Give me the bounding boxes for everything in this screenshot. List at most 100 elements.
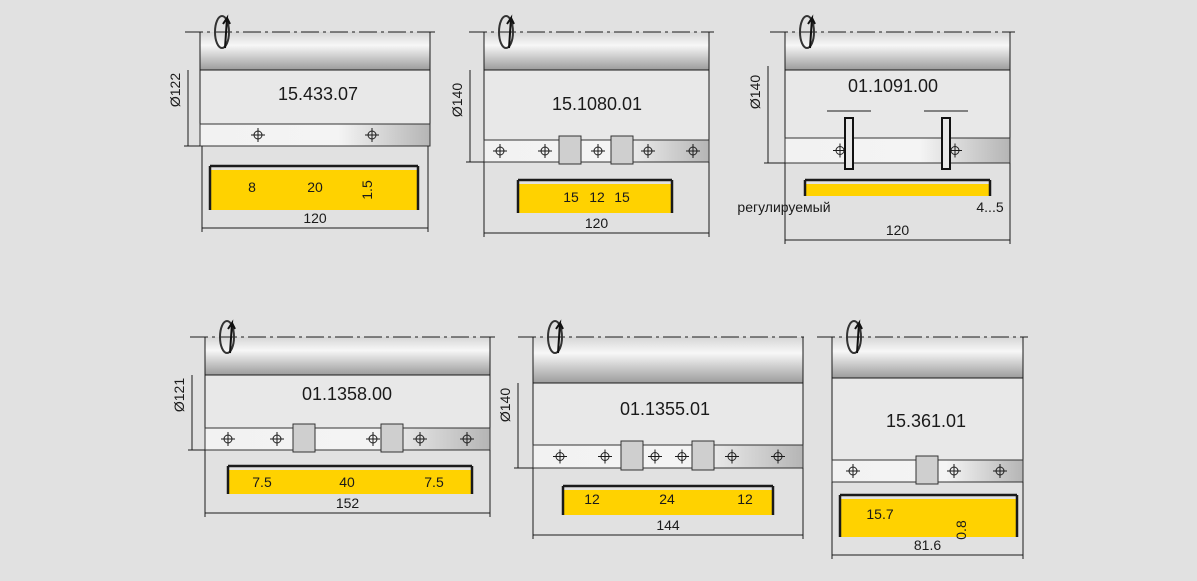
width-dimension-label: 120	[303, 210, 327, 226]
mount-hole-icon	[686, 144, 700, 158]
blade-dimension-label: 24	[659, 491, 675, 507]
blade-dimension-label: 7.5	[424, 474, 444, 490]
mount-hole-icon	[846, 464, 860, 478]
cutter-code: 01.1358.00	[302, 384, 392, 404]
cutter-panel-3: 120 Ø140 01.1091.00 регулируемый 4...5	[737, 14, 1015, 244]
adjustable-knife	[941, 117, 951, 170]
knife-holder-strip	[204, 427, 491, 451]
rotation-ring	[547, 320, 563, 354]
blade-dimension-label: 12	[584, 491, 600, 507]
blade-dimension-label: 1.5	[359, 180, 375, 200]
knife-holder-strip	[199, 123, 431, 147]
cutter-panel-2: 120 Ø140 15.1080.01 15 12 15	[449, 14, 714, 237]
mount-hole-icon	[270, 432, 284, 446]
mount-hole-icon	[725, 449, 739, 464]
mount-hole-icon	[460, 432, 474, 446]
rotation-ring	[799, 15, 815, 49]
knife-holder-strip	[532, 444, 804, 469]
blade-dimension-label: регулируемый	[737, 199, 830, 215]
diameter-label: Ø140	[497, 388, 513, 422]
mount-hole-icon	[365, 128, 379, 142]
mount-hole-icon	[366, 432, 380, 446]
mount-hole-icon	[493, 144, 507, 158]
drum-cylinder	[533, 337, 803, 383]
rotation-arrowhead	[807, 14, 816, 49]
blade-dimension-label: 15	[563, 189, 579, 205]
mount-hole-icon	[675, 449, 689, 464]
blade-profile	[840, 499, 1017, 537]
width-dimension-label: 120	[585, 215, 609, 231]
clamp-block	[292, 423, 316, 453]
rotation-ring	[219, 320, 235, 354]
rotation-arrow-icon	[498, 14, 515, 49]
blade-dimension-label: 4...5	[976, 199, 1003, 215]
blade-dimension-label: 8	[248, 179, 256, 195]
blade-profile	[210, 170, 418, 210]
mount-hole-icon	[993, 464, 1007, 478]
mount-hole-icon	[591, 144, 605, 158]
mount-hole-icon	[947, 464, 961, 478]
drum-body	[785, 70, 1010, 138]
rotation-arrow-icon	[219, 319, 236, 354]
cutter-panel-1: 120 Ø122 15.433.07 8 20 1.5	[167, 14, 435, 232]
cutter-code: 01.1091.00	[848, 76, 938, 96]
drum-body	[832, 378, 1023, 460]
blade-profile	[563, 490, 773, 515]
drum-cylinder	[200, 32, 430, 70]
clamp-block	[610, 135, 634, 165]
mount-hole-icon	[221, 432, 235, 446]
mount-hole-icon	[771, 449, 785, 464]
blade-dimension-label: 12	[737, 491, 753, 507]
blade-dimension-label: 20	[307, 179, 323, 195]
rotation-arrowhead	[222, 14, 231, 49]
diameter-label: Ø121	[171, 378, 187, 412]
cutter-code: 15.433.07	[278, 84, 358, 104]
blade-dimension-label: 7.5	[252, 474, 272, 490]
mount-hole-icon	[413, 432, 427, 446]
cutter-code: 15.361.01	[886, 411, 966, 431]
blade-dimension-label: 15	[614, 189, 630, 205]
rotation-arrow-icon	[547, 319, 564, 354]
clamp-block	[380, 423, 404, 453]
drum-cylinder	[484, 32, 709, 70]
rotation-arrowhead	[506, 14, 515, 49]
diameter-label: Ø122	[167, 73, 183, 107]
clamp-block	[691, 440, 715, 471]
blade-profile	[228, 470, 472, 494]
blade-dimension-label: 12	[589, 189, 605, 205]
drum-cylinder	[785, 32, 1010, 70]
rotation-ring	[498, 15, 514, 49]
rotation-ring	[214, 15, 230, 49]
cutter-panel-4: 152 Ø121 01.1358.00 7.5 40 7.5	[171, 319, 495, 517]
mount-hole-icon	[648, 449, 662, 464]
blade-profile	[518, 184, 672, 213]
rotation-arrowhead	[227, 319, 236, 354]
width-dimension-label: 120	[886, 222, 910, 238]
width-dimension-label: 152	[336, 495, 360, 511]
mount-hole-icon	[251, 128, 265, 142]
mount-hole-icon	[538, 144, 552, 158]
blade-dimension-label: 40	[339, 474, 355, 490]
clamp-block	[558, 135, 582, 165]
blade-dimension-label: 15.7	[866, 506, 893, 522]
diameter-label: Ø140	[747, 75, 763, 109]
diameter-label: Ø140	[449, 83, 465, 117]
mount-hole-icon	[553, 449, 567, 464]
width-dimension-label: 144	[656, 517, 680, 533]
cutter-code: 15.1080.01	[552, 94, 642, 114]
drum-cylinder	[832, 337, 1023, 378]
drum-body	[533, 383, 803, 445]
knife-holder-strip	[784, 137, 1011, 164]
rotation-arrowhead	[854, 319, 863, 354]
blade-dimension-label: 0.8	[953, 520, 969, 540]
drum-body	[484, 70, 709, 140]
mount-hole-icon	[598, 449, 612, 464]
adjustable-knife	[844, 117, 854, 170]
blade-profile	[805, 184, 990, 196]
rotation-arrowhead	[555, 319, 564, 354]
drum-body	[205, 375, 490, 428]
rotation-ring	[846, 320, 862, 354]
